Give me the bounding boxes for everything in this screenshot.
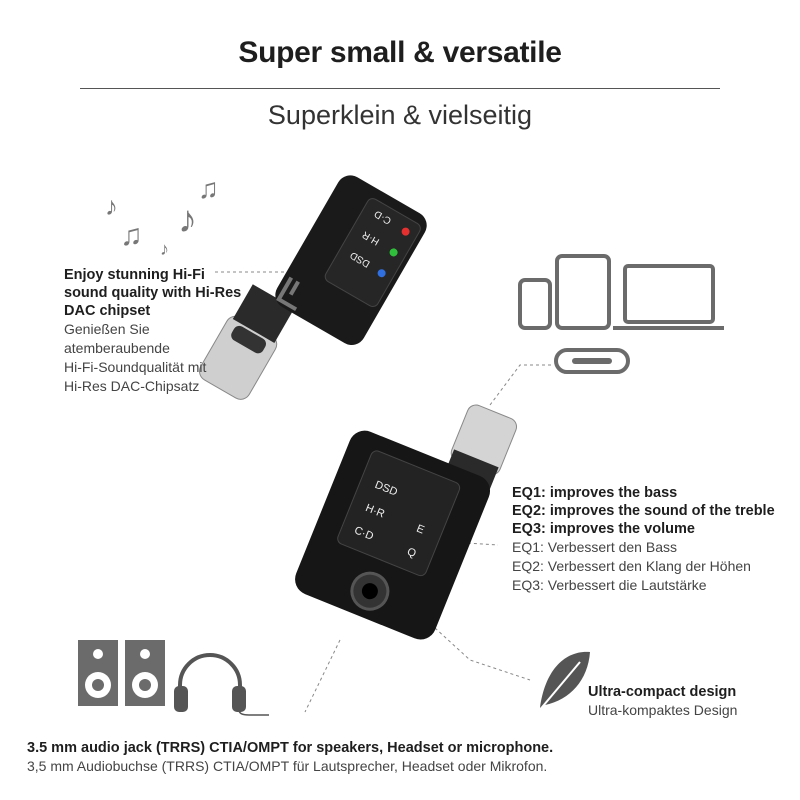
hifi-de-line: Genießen Sie <box>64 321 150 337</box>
usb-c-icon <box>554 348 630 374</box>
eq-title-line: EQ3: improves the volume <box>512 521 695 537</box>
hifi-title-line: Enjoy stunning Hi-Fi <box>64 267 205 283</box>
laptop-icon <box>623 264 715 324</box>
eq-de-line: EQ2: Verbessert den Klang der Höhen <box>512 558 751 574</box>
jack-de: 3,5 mm Audiobuchse (TRRS) CTIA/OMPT für … <box>27 758 548 774</box>
jack-feature: 3.5 mm audio jack (TRRS) CTIA/OMPT for s… <box>27 739 797 776</box>
e-label: E <box>415 523 426 537</box>
jack-title: 3.5 mm audio jack (TRRS) CTIA/OMPT for s… <box>27 740 554 756</box>
compact-de: Ultra-kompaktes Design <box>588 702 738 718</box>
phone-icon <box>518 278 552 330</box>
compact-feature: Ultra-compact design Ultra-kompaktes Des… <box>588 683 737 720</box>
dac-adapter-bottom: DSD H·R C·D E Q <box>295 404 518 640</box>
dac-adapter-top: C·D H·R DSD <box>199 175 427 400</box>
music-notes-icon: ♪ ♫ ♪ ♫ ♪ <box>105 173 219 259</box>
compact-title: Ultra-compact design <box>588 684 737 700</box>
speakers-icon <box>78 640 165 706</box>
eq-feature: EQ1: improves the bass EQ2: improves the… <box>512 484 792 595</box>
devices-icon <box>518 254 724 330</box>
eq-title-line: EQ1: improves the bass <box>512 485 678 501</box>
hifi-de-line: atemberaubende <box>64 340 170 356</box>
svg-text:♫: ♫ <box>198 173 219 204</box>
page-subtitle: Superklein & vielseitig <box>267 100 533 130</box>
svg-text:♫: ♫ <box>120 219 143 252</box>
brand-logo <box>276 276 300 312</box>
hifi-de-line: Hi-Fi-Soundqualität mit <box>64 359 207 375</box>
hifi-title-line: DAC chipset <box>64 303 151 319</box>
hifi-de-line: Hi-Res DAC-Chipsatz <box>64 378 200 394</box>
svg-text:♪: ♪ <box>105 191 118 221</box>
page-title: Super small & versatile <box>238 36 562 69</box>
title-divider <box>80 88 720 89</box>
hifi-feature: Enjoy stunning Hi-Fi sound quality with … <box>64 266 284 396</box>
svg-text:♪: ♪ <box>178 199 197 241</box>
tablet-icon <box>555 254 611 330</box>
eq-de-line: EQ3: Verbessert die Lautstärke <box>512 577 707 593</box>
feather-icon <box>537 651 590 713</box>
svg-text:♪: ♪ <box>160 239 169 259</box>
eq-de-line: EQ1: Verbessert den Bass <box>512 539 677 555</box>
hifi-title-line: sound quality with Hi-Res <box>64 285 242 301</box>
eq-title-line: EQ2: improves the sound of the treble <box>512 503 775 519</box>
headset-icon <box>174 653 269 716</box>
